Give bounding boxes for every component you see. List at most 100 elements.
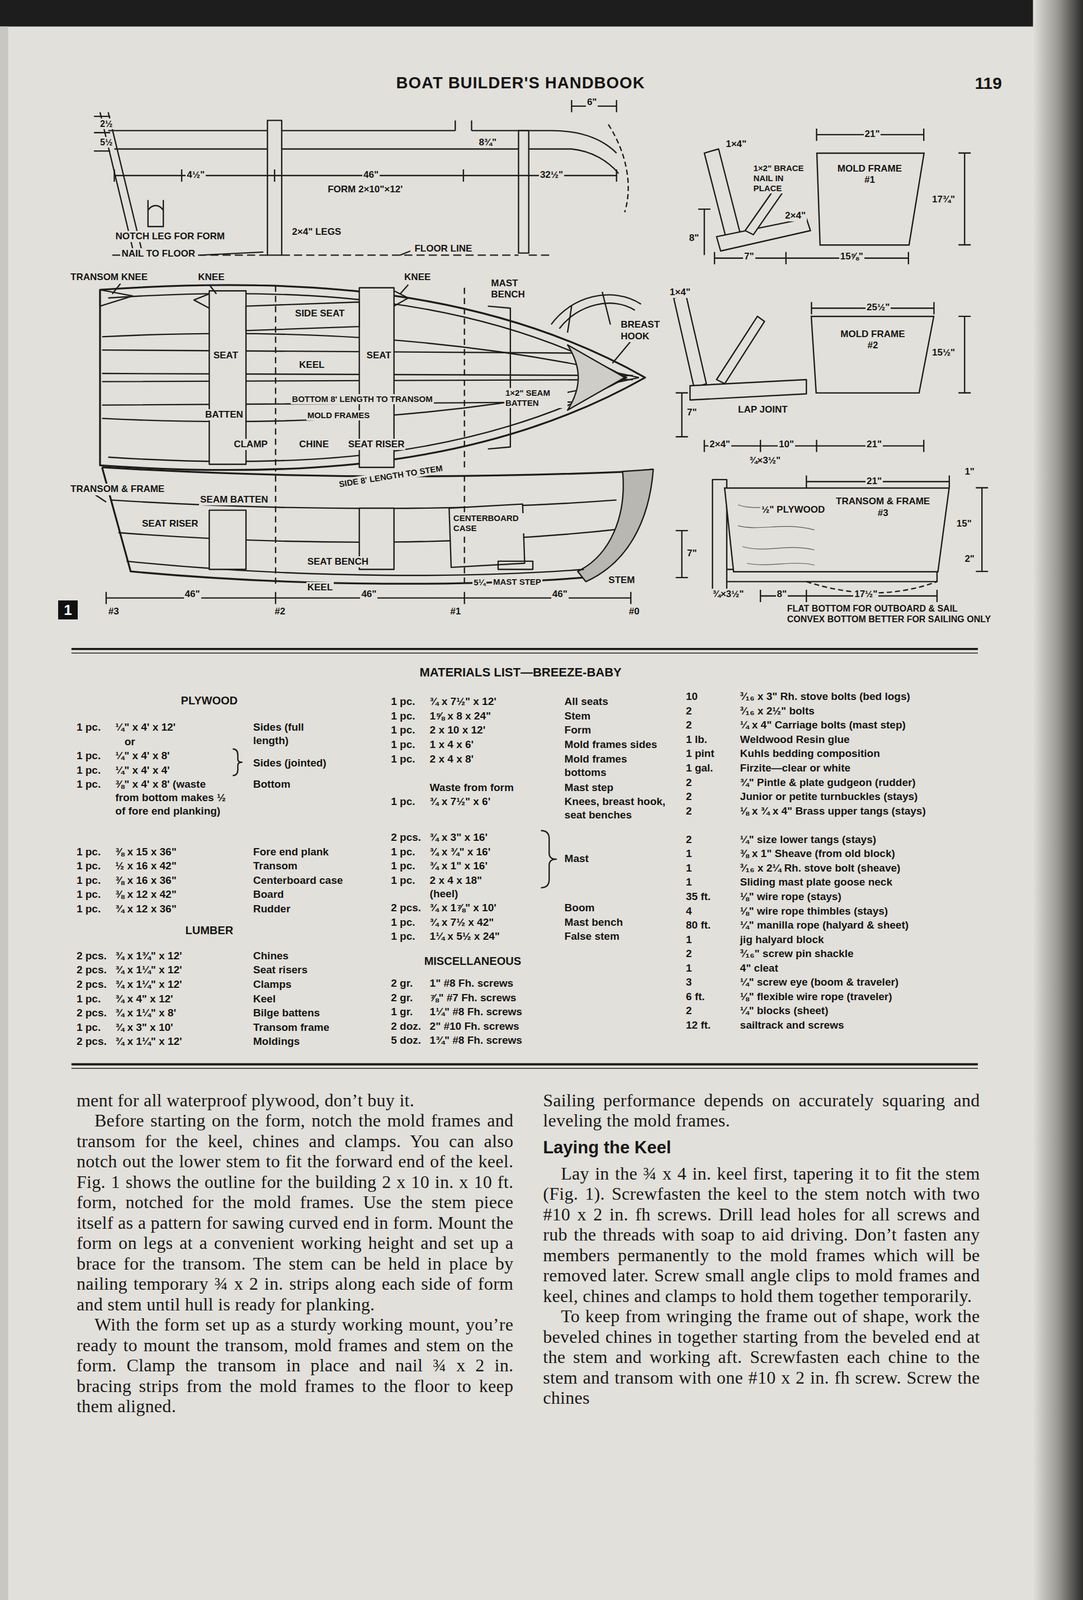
diagram-label: 46"	[362, 169, 380, 181]
table-cell: 1 pc.	[76, 859, 101, 873]
diagram-label: 6"	[585, 96, 599, 108]
diagram-label: 2½	[98, 118, 114, 130]
table-cell: Centerboard case	[253, 873, 344, 888]
callout-number: 1	[58, 600, 78, 621]
diagram-label: 7"	[743, 251, 756, 263]
table-cell: 2	[686, 718, 693, 732]
table-cell: ³⁄₁₆ x 3" Rh. stove bolts (bed logs)	[740, 689, 996, 704]
table-cell: Fore end plank	[253, 845, 329, 859]
table-cell: Firzite—clear or white	[740, 761, 996, 775]
table-cell: ¾ x 1¼" x 12'	[115, 963, 182, 977]
diagram-label: 8"	[688, 232, 701, 244]
table-cell: 1 pc.	[76, 720, 101, 735]
table-cell: 1 pc.	[390, 929, 415, 944]
table-cell: 1 lb.	[686, 732, 708, 747]
diagram-label: CHINE	[298, 438, 330, 451]
table-cell: 2 pcs.	[76, 949, 107, 963]
diagram-label: 46"	[360, 588, 378, 600]
table-cell: 2 pcs.	[76, 977, 107, 992]
diagram-label: 21"	[865, 438, 883, 451]
table-cell: ½ x 16 x 42"	[115, 859, 177, 873]
table-cell: Chines	[253, 949, 289, 963]
frame-label: MOLD FRAME #2	[836, 328, 909, 352]
table-cell: 2 pcs.	[390, 901, 422, 915]
table-cell: 2 pcs.	[390, 830, 422, 845]
table-cell: 1 pc.	[390, 752, 415, 766]
table-cell: 1 pc.	[390, 845, 415, 859]
table-cell: 1 x 4 x 6'	[429, 738, 474, 752]
table-cell: Moldings	[253, 1034, 300, 1049]
frame-label: MOLD FRAME #1	[834, 163, 906, 187]
table-cell: Knees, breast hook, seat benches	[564, 795, 680, 822]
table-cell: 1 pc.	[390, 709, 415, 723]
diagram-label: #3	[107, 606, 121, 618]
diagram-label: FLOOR LINE	[413, 243, 474, 255]
body-text: To keep from wringing the frame out of s…	[542, 1306, 980, 1409]
table-cell: ¾ x 1¼" x 8'	[115, 1006, 177, 1020]
table-cell: 5 doz.	[390, 1033, 422, 1048]
section-heading: Laying the Keel	[542, 1137, 980, 1158]
diagram-label: CLAMP	[232, 438, 269, 451]
table-cell: ¾ x 1¼" x 12'	[115, 1034, 182, 1049]
diagram-label: 8"	[776, 588, 789, 600]
table-cell: Junior or petite turnbuckles (stays)	[740, 790, 996, 804]
table-cell: sailtrack and screws	[740, 1018, 996, 1033]
table-cell: Kuhls bedding composition	[740, 746, 996, 761]
table-cell: ¼" x 4' x 8'	[115, 749, 170, 763]
table-cell: False stem	[564, 929, 620, 944]
table-cell: 1¼" #8 Fh. screws	[429, 1005, 523, 1019]
diagram-label: NOTCH LEG FOR FORM	[114, 230, 226, 243]
table-cell: Bottom	[253, 777, 291, 792]
table-cell: 1	[686, 847, 693, 861]
table-cell: 2 pcs.	[76, 1034, 107, 1049]
table-cell: 1	[686, 961, 693, 976]
table-cell: ⅜ x 1" Sheave (from old block)	[740, 847, 996, 861]
table-cell: ³⁄₁₆ x 2½" bolts	[740, 704, 996, 718]
table-cell: 1 pc.	[76, 845, 101, 859]
diagram-label: STEM	[607, 574, 636, 586]
table-cell: 1	[686, 875, 693, 889]
table-cell: ¼" manilla rope (halyard & sheet)	[740, 918, 996, 933]
table-cell: Rudder	[253, 902, 291, 916]
table-cell: Transom frame	[253, 1020, 330, 1035]
table-cell: Mast step	[564, 781, 614, 795]
table-cell: ⅜" x 4' x 8' (waste from bottom makes ½ …	[115, 777, 230, 818]
diagram-label: BREAST HOOK	[619, 319, 673, 343]
table-cell: Mold frames sides	[564, 738, 658, 752]
table-cell: Stem	[564, 709, 591, 723]
table-cell: Keel	[253, 992, 276, 1006]
table-cell: 1 pc.	[76, 873, 101, 888]
table-cell: 2	[686, 776, 693, 790]
frame-outline: MOLD FRAME #1	[816, 153, 925, 245]
diagram-label: 46"	[551, 588, 569, 600]
diagram-label: TRANSOM KNEE	[69, 271, 149, 283]
text-column: Sailing performance depends on accuratel…	[542, 1090, 980, 1409]
table-title: MATERIALS LIST—BREEZE-BABY	[419, 665, 622, 680]
diagram-label: 25½"	[865, 301, 891, 314]
table-cell: ¾ x 7½" x 12'	[429, 694, 497, 709]
table-cell: PLYWOOD	[181, 693, 239, 708]
page-header: BOAT BUILDER'S HANDBOOK	[396, 73, 646, 93]
diagram-label: 2×4" LEGS	[290, 226, 343, 238]
table-cell: 35 ft.	[686, 890, 711, 904]
table-cell: 1" #8 Fh. screws	[429, 976, 514, 991]
table-cell: ¾ x 1¾" x 12'	[115, 949, 182, 963]
body-text: With the form set up as a sturdy working…	[76, 1314, 514, 1417]
table-cell: 1 pc.	[390, 915, 415, 930]
frame-shape	[811, 316, 934, 394]
diagram-label: TRANSOM & FRAME	[69, 483, 166, 495]
table-cell: 1¾" #8 Fh. screws	[429, 1033, 523, 1048]
diagram-label: SIDE 8' LENGTH TO STEM	[337, 462, 445, 490]
table-cell: ⅜ x 16 x 36"	[115, 873, 177, 888]
table-cell: 1 pc.	[390, 795, 415, 809]
diagram-label: 21"	[863, 128, 882, 140]
table-cell: 2 gr.	[390, 976, 413, 991]
table-cell: ¾ x 3" x 10'	[115, 1020, 173, 1035]
table-cell: Board	[253, 887, 285, 902]
table-cell: ⅛ x ¾ x 4" Brass upper tangs (stays)	[740, 804, 996, 818]
body-text: ment for all waterproof plywood, don’t b…	[76, 1090, 514, 1111]
table-cell: ¾ x 7½" x 6'	[429, 795, 491, 809]
diagram-label: 15½"	[930, 347, 957, 359]
diagram-label: 46"	[183, 588, 202, 600]
diagram-label: 2×4"	[783, 210, 807, 222]
